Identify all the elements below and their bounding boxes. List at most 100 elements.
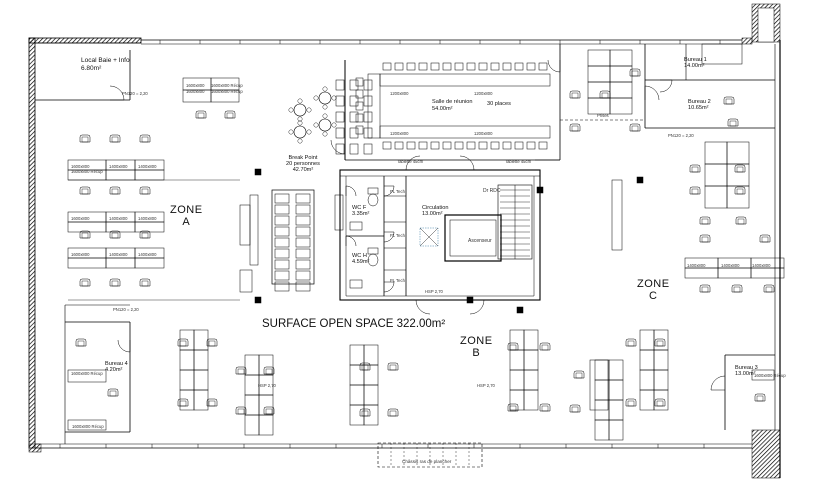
chair — [629, 68, 641, 77]
stool — [313, 122, 319, 128]
storage-cabinet — [611, 179, 623, 251]
chair-seat — [237, 368, 245, 375]
doors — [109, 59, 726, 391]
chair — [507, 342, 519, 351]
chair — [689, 164, 701, 173]
door — [117, 339, 131, 353]
desk — [639, 349, 655, 371]
desk — [594, 359, 610, 381]
chair — [79, 230, 91, 239]
desk — [349, 344, 365, 366]
bureau1-name: Bureau 1 — [684, 57, 707, 63]
chair-seat — [756, 395, 764, 402]
chair-seat — [736, 188, 744, 195]
desk — [193, 349, 209, 371]
chair-seat — [77, 340, 85, 347]
chair-seat — [627, 400, 635, 407]
door — [405, 155, 421, 171]
round-table — [318, 118, 332, 132]
chair — [177, 338, 189, 347]
meeting-chair — [490, 141, 500, 150]
office-chairs — [75, 68, 775, 417]
meeting-chair — [406, 62, 416, 71]
toilet-bowl — [367, 193, 379, 207]
chair-seat — [109, 390, 117, 397]
desk — [684, 267, 719, 279]
exterior-wall-left — [28, 37, 36, 449]
chair — [734, 186, 746, 195]
chair-seat — [571, 92, 579, 99]
desk-recup-label: 1600x800 Récup — [211, 89, 243, 94]
chair — [699, 234, 711, 243]
meeting-chair — [382, 62, 392, 71]
stool — [297, 116, 303, 122]
chair-seat — [226, 112, 234, 119]
wall-corner — [28, 443, 42, 453]
desk — [608, 359, 624, 381]
wch-name: WC H — [352, 253, 367, 259]
chair — [763, 284, 775, 293]
sink — [349, 221, 363, 231]
chair-seat — [179, 400, 187, 407]
hsp-label: HSP 2,70 — [477, 383, 495, 388]
open-space-label: SURFACE OPEN SPACE 322.00m² — [262, 318, 446, 330]
stool — [288, 107, 294, 113]
desk — [704, 141, 728, 165]
desk — [193, 329, 209, 351]
chair — [359, 362, 371, 371]
desk-size-label: 1600x800 — [186, 83, 205, 88]
desk — [67, 419, 107, 431]
door — [383, 231, 395, 243]
stool — [331, 95, 337, 101]
chair-seat — [631, 70, 639, 77]
meeting-chair — [526, 141, 536, 150]
console-label: Tablette 45cm — [505, 159, 532, 164]
chair-seat — [265, 368, 273, 375]
chair — [359, 408, 371, 417]
table-seat — [274, 281, 290, 292]
desk — [363, 404, 379, 426]
chair — [599, 90, 611, 99]
zone-b-label: ZONE B — [460, 335, 493, 359]
meeting-chair — [442, 62, 452, 71]
chair — [235, 406, 247, 415]
door — [459, 155, 475, 171]
stool — [313, 95, 319, 101]
door — [330, 139, 346, 155]
side-chair — [349, 79, 359, 91]
desk — [210, 89, 240, 103]
meeting-chair — [418, 141, 428, 150]
table-seat — [274, 226, 290, 237]
stool — [322, 104, 328, 110]
chair — [263, 406, 275, 415]
table-seat — [274, 248, 290, 259]
desk — [750, 267, 785, 279]
chair-seat — [736, 166, 744, 173]
zone-b-word: ZONE — [460, 335, 493, 347]
door — [345, 185, 357, 197]
desk — [244, 394, 260, 416]
chair — [109, 134, 121, 143]
desk — [509, 369, 525, 391]
chair — [75, 338, 87, 347]
meeting-chair — [538, 141, 548, 150]
side-chair — [363, 111, 373, 123]
chair — [195, 110, 207, 119]
chair-seat — [141, 280, 149, 287]
side-chair — [349, 95, 359, 107]
side-chair — [335, 143, 345, 155]
desk — [67, 257, 107, 269]
round-table — [293, 103, 307, 117]
desk-size-label: 1400x800 — [752, 263, 771, 268]
chair — [206, 338, 218, 347]
chair — [629, 123, 641, 132]
side-chair — [335, 79, 345, 91]
desk — [653, 369, 669, 391]
desk — [639, 329, 655, 351]
chair — [224, 110, 236, 119]
desk — [105, 257, 136, 269]
meeting-chair — [466, 62, 476, 71]
chair — [654, 338, 666, 347]
chair — [569, 404, 581, 413]
